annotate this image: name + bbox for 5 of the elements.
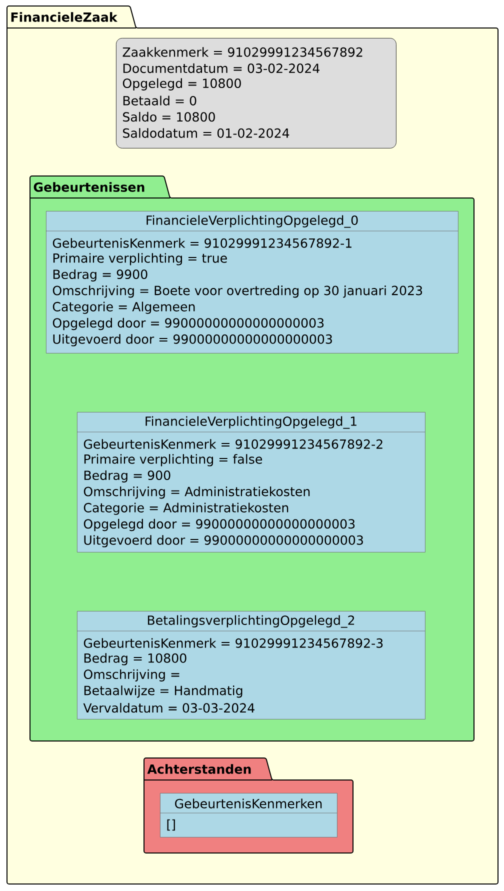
object-box: BetalingsverplichtingOpgelegd_2 GebeurtenisKenmerk = 91029991234567892-3 Bedrag = 10800 Omschrijving = Betaalwijze = Handmatig Vervaldatum = 03-03-2024 — [76, 611, 426, 720]
object-box: FinancieleVerplichtingOpgelegd_0 GebeurtenisKenmerk = 91029991234567892-1 Primaire verplichting = true Bedrag = 9900 Omschrijving = Boete voor overtreding op 30 januari 2023 Categorie = Algemeen Opgelegd door = 99000000000000000003 Uitgevoerd door = 99000000000000000003 — [46, 211, 458, 354]
note-box: Zaakkenmerk = 91029991234567892 Documentdatum = 03-02-2024 Opgelegd = 10800 Betaald = 0 Saldo = 10800 Saldodatum = 01-02-2024 — [116, 38, 396, 148]
object-box: FinancieleVerplichtingOpgelegd_1 GebeurtenisKenmerk = 91029991234567892-2 Primaire verplichting = false Bedrag = 900 Omschrijving = Administratiekosten Categorie = Administratiekosten Opgelegd door = 99000000000000000003 Uitgevoerd door = 99000000000000000003 — [76, 412, 426, 552]
object-box: GebeurtenisKenmerken [] — [160, 793, 338, 838]
